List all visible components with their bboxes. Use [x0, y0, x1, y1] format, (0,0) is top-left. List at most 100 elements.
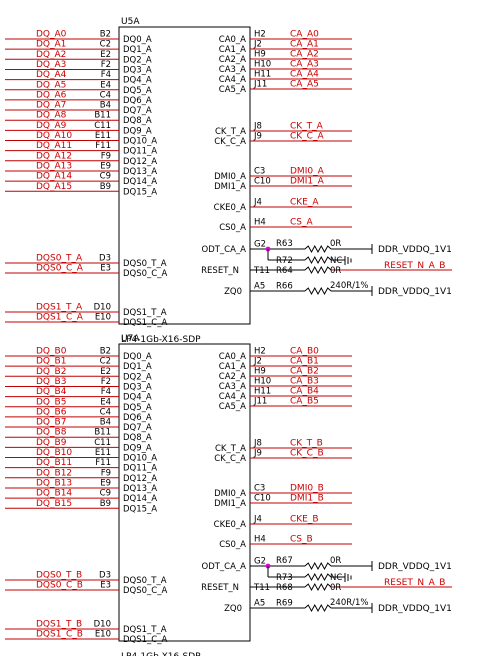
chip1-dqs-pin-number: D10 — [94, 303, 111, 313]
chip1-ca-pin-number: J2 — [253, 40, 262, 50]
chip1-package-body — [118, 26, 251, 325]
chip1-odt-resistor-top — [304, 244, 332, 254]
chip2-ca-net-label: CA_B4 — [290, 387, 319, 397]
chip1-ca-net-label: CA_A3 — [290, 60, 319, 70]
chip2-dqs-pin-number: E10 — [95, 630, 111, 640]
chip1-dq-pin-number: C2 — [100, 40, 111, 50]
chip1-ca-signal-name: CA3_A — [219, 65, 246, 75]
chip2-odt-pin-number: G2 — [254, 557, 266, 567]
chip2-zq-resistor — [304, 603, 332, 613]
chip1-odt-pin-number: G2 — [254, 240, 266, 250]
chip2-dq-net-label: DQ_B0 — [36, 347, 67, 357]
chip2-dq-signal-name: DQ7_A — [123, 423, 152, 433]
chip2-dqs-signal-name: DQS1_C_A — [123, 635, 167, 645]
chip1-odt-r2-ref: R72 — [276, 256, 293, 266]
chip2-dq-signal-name: DQ10_A — [123, 454, 157, 464]
chip2-dq-net-label: DQ_B5 — [36, 397, 66, 407]
chip2-dq-pin-number: F9 — [101, 468, 111, 478]
chip2-ca-signal-name: CA2_A — [219, 372, 246, 382]
chip2-ca-signal-name: CA4_A — [219, 392, 246, 402]
chip1-part-number: LP4-1Gb-X16-SDP — [121, 335, 201, 345]
chip2-odt-r2-value: NC — [330, 573, 342, 583]
chip2-dq-net-label: DQ_B9 — [36, 438, 67, 448]
chip2-dq-net-label: DQ_B6 — [36, 407, 67, 417]
chip1-reset-pin-number: T11 — [253, 266, 270, 276]
chip2-dq-net-label: DQ_B3 — [36, 377, 66, 387]
chip2-zq-r-ref: R69 — [276, 599, 293, 609]
chip1-dq-signal-name: DQ7_A — [123, 106, 152, 116]
chip2-dq-pin-number: B4 — [100, 418, 111, 428]
chip1-dq-net-label: DQ_A15 — [36, 182, 72, 192]
chip2-dq-signal-name: DQ3_A — [123, 382, 152, 392]
chip2-ck-pin-number: J9 — [253, 449, 262, 459]
chip1-ca-net-label: CA_A0 — [290, 30, 319, 40]
chip1-reset-r-ref: R64 — [276, 266, 293, 276]
chip2-ca-net-label: CA_B5 — [290, 397, 319, 407]
chip2-ca-pin-number: H2 — [254, 347, 266, 357]
chip2-dmi-signal-name: DMI1_A — [214, 499, 246, 509]
chip2-dq-signal-name: DQ2_A — [123, 372, 152, 382]
chip1-dq-signal-name: DQ4_A — [123, 76, 152, 86]
chip1-dq-pin-number: B11 — [94, 111, 111, 121]
chip2-cke-signal-name: CKE0_A — [214, 520, 247, 530]
chip2-dq-net-label: DQ_B15 — [36, 499, 72, 509]
chip1-dq-signal-name: DQ8_A — [123, 116, 152, 126]
chip1-ca-net-label: CA_A2 — [290, 50, 319, 60]
chip2-dqs-pin-number: D10 — [94, 620, 111, 630]
chip2-ck-pin-number: J8 — [253, 439, 262, 449]
chip1-ca-net-label: CA_A4 — [290, 70, 319, 80]
chip2-zq-r-value: 240R/1% — [330, 598, 368, 608]
chip2-dmi-pin-number: C10 — [254, 494, 271, 504]
chip1-dmi-signal-name: DMI1_A — [214, 182, 246, 192]
chip2-dq-net-label: DQ_B4 — [36, 387, 67, 397]
chip1-dq-pin-number: E11 — [95, 131, 111, 141]
chip1-dq-signal-name: DQ2_A — [123, 55, 152, 65]
chip2-ca-pin-number: H9 — [254, 367, 266, 377]
chip2-dmi-signal-name: DMI0_A — [214, 489, 246, 499]
chip2-cke-pin-number: J4 — [253, 515, 262, 525]
chip2-reset-r-ref: R68 — [276, 583, 293, 593]
chip1-dq-net-label: DQ_A3 — [36, 60, 66, 70]
chip1-dqs-pin-number: D3 — [99, 254, 111, 264]
chip1-ca-signal-name: CA0_A — [219, 35, 246, 45]
chip2-dq-net-label: DQ_B8 — [36, 428, 67, 438]
chip2-odt-signal-name: ODT_CA_A — [202, 562, 247, 572]
chip1-ca-pin-number: H2 — [254, 30, 266, 40]
chip2-odt-resistor-bottom — [304, 572, 332, 582]
chip1-dq-net-label: DQ_A5 — [36, 80, 66, 90]
chip1-dq-net-label: DQ_A2 — [36, 50, 66, 60]
chip1-odt-signal-name: ODT_CA_A — [202, 245, 247, 255]
chip2-odt-vddq-label: DDR_VDDQ_1V1 — [378, 562, 452, 572]
chip1-ca-signal-name: CA5_A — [219, 85, 246, 95]
chip1-dq-pin-number: F11 — [95, 141, 111, 151]
chip2-cs-signal-name: CS0_A — [219, 540, 246, 550]
chip2-dq-signal-name: DQ1_A — [123, 362, 152, 372]
chip1-ca-signal-name: CA2_A — [219, 55, 246, 65]
chip2-ca-pin-number: J2 — [253, 357, 262, 367]
chip2-ck-net-label: CK_T_B — [290, 439, 323, 449]
chip2-cke-net-label: CKE_B — [290, 515, 319, 525]
chip2-dq-net-label: DQ_B13 — [36, 478, 72, 488]
chip2-dq-pin-number: C11 — [94, 438, 111, 448]
chip2-reset-net-label: RESET_N_A_B — [384, 578, 445, 588]
chip1-dq-net-label: DQ_A7 — [36, 101, 66, 111]
chip1-dq-pin-number: C11 — [94, 121, 111, 131]
chip1-reset-net-label: RESET_N_A_B — [384, 261, 445, 271]
chip2-dq-net-label: DQ_B10 — [36, 448, 72, 458]
chip1-dq-pin-number: E2 — [100, 50, 111, 60]
chip2-dq-net-label: DQ_B12 — [36, 468, 72, 478]
chip1-dq-pin-number: C4 — [100, 90, 111, 100]
chip1-dmi-pin-number: C10 — [254, 177, 271, 187]
chip2-dqs-pin-number: D3 — [99, 571, 111, 581]
chip1-odt-r2-value: NC — [330, 256, 342, 266]
chip1-dq-pin-number: E4 — [100, 80, 111, 90]
chip2-dq-pin-number: E11 — [95, 448, 111, 458]
chip2-ca-pin-number: J11 — [253, 397, 267, 407]
chip2-dq-signal-name: DQ4_A — [123, 393, 152, 403]
chip2-dqs-signal-name: DQS1_T_A — [123, 625, 167, 635]
chip1-dqs-net-label: DQS0_C_A — [36, 264, 84, 274]
chip1-ref-designator: U5A — [121, 17, 140, 27]
chip2-dq-signal-name: DQ0_A — [123, 352, 152, 362]
chip1-dq-pin-number: F2 — [101, 60, 111, 70]
chip2-dmi-net-label: DMI0_B — [290, 484, 324, 494]
